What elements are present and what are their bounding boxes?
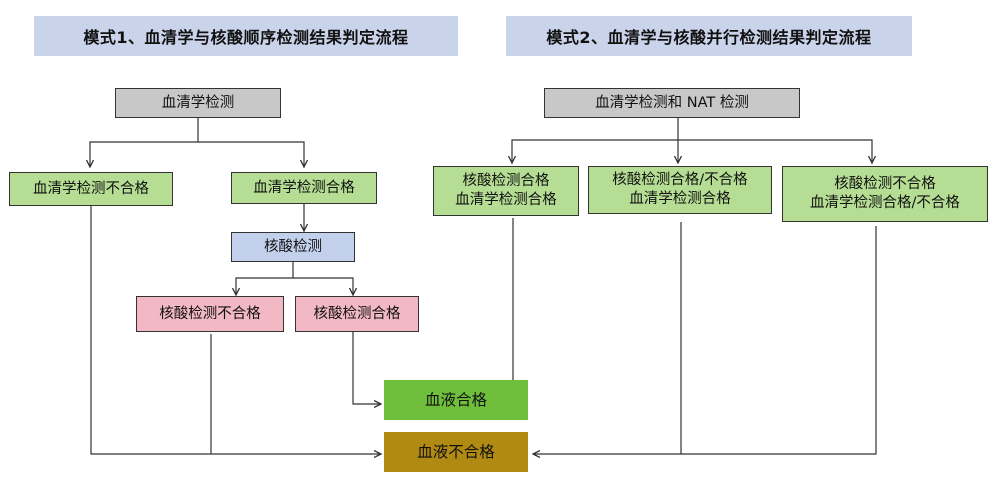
arrow-case2-to-bloodfail bbox=[534, 222, 682, 454]
case2-box: 核酸检测合格/不合格 血清学检测合格 bbox=[588, 166, 772, 214]
arrow-parallel-to-case3 bbox=[678, 139, 872, 162]
serology-test-label: 血清学检测 bbox=[161, 94, 235, 111]
arrow-serology-to-fail bbox=[90, 118, 199, 166]
arrow-serofail-to-bloodfail bbox=[90, 206, 380, 454]
arrow-parallel-to-case1 bbox=[512, 118, 679, 162]
serology-pass-box: 血清学检测合格 bbox=[231, 172, 377, 204]
nat-test-box: 核酸检测 bbox=[231, 232, 355, 262]
case2-line1: 核酸检测合格/不合格 bbox=[612, 172, 748, 188]
nat-test-label: 核酸检测 bbox=[264, 238, 322, 255]
arrow-natpass-to-bloodpass bbox=[352, 332, 380, 404]
case1-line1: 核酸检测合格 bbox=[462, 173, 550, 189]
nat-pass-box: 核酸检测合格 bbox=[295, 296, 419, 332]
case3-box: 核酸检测不合格 血清学检测合格/不合格 bbox=[782, 166, 988, 222]
parallel-test-label: 血清学检测和 NAT 检测 bbox=[595, 94, 749, 111]
serology-fail-box: 血清学检测不合格 bbox=[9, 172, 173, 206]
blood-pass-label: 血液合格 bbox=[424, 390, 487, 409]
nat-fail-label: 核酸检测不合格 bbox=[159, 305, 261, 322]
arrow-nat-to-fail bbox=[236, 262, 294, 294]
mode1-title: 模式1、血清学与核酸顺序检测结果判定流程 bbox=[34, 16, 458, 56]
arrow-serology-to-pass bbox=[198, 141, 304, 166]
case2-line2: 血清学检测合格 bbox=[629, 191, 731, 207]
blood-fail-box: 血液不合格 bbox=[384, 432, 528, 472]
line-case3-to-bloodfail bbox=[681, 226, 877, 455]
mode2-title: 模式2、血清学与核酸并行检测结果判定流程 bbox=[506, 16, 912, 56]
nat-pass-label: 核酸检测合格 bbox=[313, 305, 401, 322]
serology-pass-label: 血清学检测合格 bbox=[253, 179, 355, 196]
parallel-test-box: 血清学检测和 NAT 检测 bbox=[544, 88, 800, 118]
serology-fail-label: 血清学检测不合格 bbox=[33, 180, 149, 197]
case1-line2: 血清学检测合格 bbox=[455, 192, 557, 208]
case3-line2: 血清学检测合格/不合格 bbox=[810, 195, 960, 211]
case1-box: 核酸检测合格 血清学检测合格 bbox=[433, 166, 579, 216]
arrow-nat-to-pass bbox=[293, 277, 353, 294]
case3-line1: 核酸检测不合格 bbox=[834, 176, 936, 192]
blood-pass-box: 血液合格 bbox=[384, 380, 528, 420]
blood-fail-label: 血液不合格 bbox=[417, 442, 495, 461]
nat-fail-box: 核酸检测不合格 bbox=[136, 296, 284, 332]
serology-test-box: 血清学检测 bbox=[115, 88, 281, 118]
